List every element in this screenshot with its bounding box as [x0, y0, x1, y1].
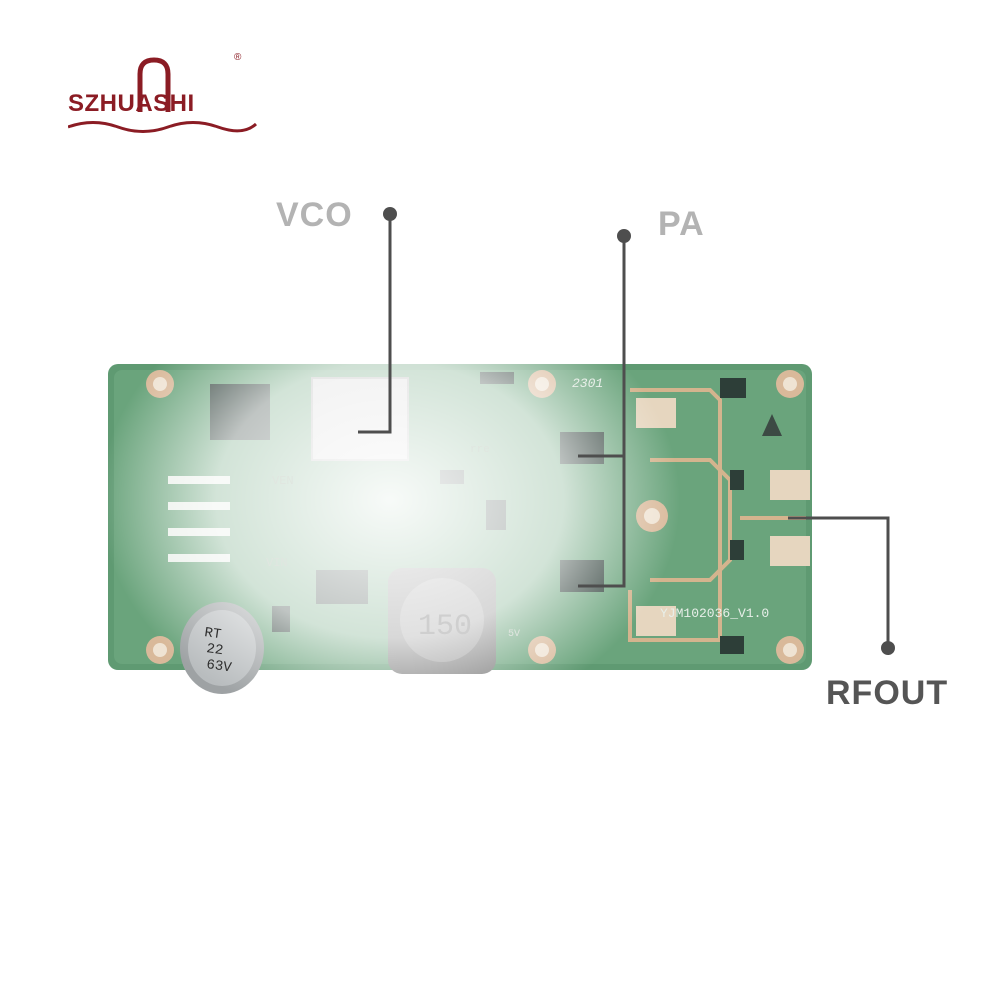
pa-dot	[617, 229, 631, 243]
pa-label: PA	[658, 205, 705, 243]
silkscreen-date: 2301	[572, 376, 603, 391]
capacitor-line-2: 22	[205, 641, 224, 659]
rfout-leader-line	[788, 516, 890, 648]
light-glow	[100, 270, 680, 730]
silkscreen-rfe: rre	[470, 444, 490, 456]
callout-lines	[358, 214, 890, 648]
rfout-dot	[881, 641, 895, 655]
capacitor-line-3: 63V	[205, 657, 233, 676]
capacitor-line-1: RT	[203, 625, 222, 643]
brand-name: SZHUASHI	[68, 90, 195, 117]
registered-mark: ®	[234, 52, 242, 63]
vco-dot	[383, 207, 397, 221]
esd-warning-icon	[762, 414, 782, 436]
silkscreen-5v: 5V	[508, 629, 520, 640]
vco-leader-line	[358, 214, 392, 434]
rfout-label: RFOUT	[826, 674, 949, 712]
brand-logo: SZHUASHI ®	[68, 52, 268, 142]
vco-label: VCO	[276, 196, 353, 234]
silkscreen-vin: VIN	[266, 556, 288, 570]
silkscreen-ven: VEN	[272, 474, 294, 488]
inductor-marking: 150	[418, 610, 472, 644]
callout-dots	[383, 207, 895, 655]
silkscreen-model: YJM102036_V1.0	[660, 606, 769, 621]
logo-wave-icon	[68, 57, 258, 133]
capacitor-marking: RT 22 63V	[203, 625, 233, 676]
pa-leader-line	[578, 236, 626, 588]
